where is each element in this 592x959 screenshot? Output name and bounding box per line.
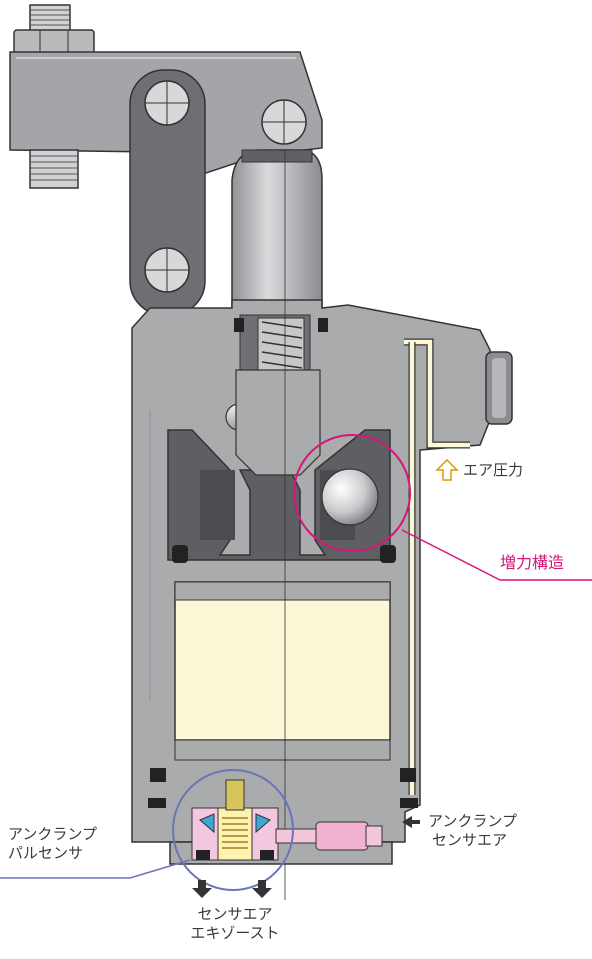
bottom-seals (148, 768, 418, 808)
air-pressure-label: エア圧力 (463, 461, 524, 479)
unclamp-sensor-air-label: アンクランプ センサエア (428, 812, 517, 850)
sensor-exhaust-label: センサエア エキゾースト (180, 905, 290, 943)
sensor-air-arrow-icon (402, 816, 420, 828)
exhaust-arrow-left-icon (192, 880, 212, 898)
pivot-pin-upper (144, 80, 190, 126)
piston-rod (231, 149, 323, 311)
top-stud-bolt (13, 4, 95, 55)
booster-piston (235, 369, 321, 476)
steel-ball (321, 468, 379, 526)
sensor-air-fitting (275, 821, 383, 851)
force-booster-label: 増力構造 (500, 553, 565, 572)
sensor-highlight-circle (172, 769, 294, 891)
booster-leader-line (401, 529, 592, 581)
air-chamber (174, 581, 391, 761)
sensor-exhaust-line1: センサエア (197, 905, 273, 923)
sensor-leader-line (0, 859, 191, 879)
air-pressure-arrow-icon (435, 458, 459, 481)
unclamp-pulse-sensor-line1: アンクランプ (8, 825, 97, 843)
air-passage (404, 338, 470, 795)
pulse-sensor (191, 779, 279, 861)
unclamp-sensor-air-line1: アンクランプ (428, 812, 517, 830)
sensor-exhaust-line2: エキゾースト (190, 924, 280, 942)
piston-seals (172, 545, 396, 563)
lower-stud-bolt (29, 149, 79, 189)
pivot-pin-rod (261, 99, 307, 145)
air-port-fitting (485, 351, 513, 425)
rod-seals (234, 318, 328, 332)
unclamp-pulse-sensor-line2: パルセンサ (8, 844, 84, 862)
pivot-pin-lower (144, 247, 190, 293)
unclamp-pulse-sensor-label: アンクランプ パルセンサ (8, 825, 97, 863)
unclamp-sensor-air-line2: センサエア (432, 831, 508, 849)
booster-highlight-circle (293, 434, 411, 552)
exhaust-arrow-right-icon (252, 880, 272, 898)
